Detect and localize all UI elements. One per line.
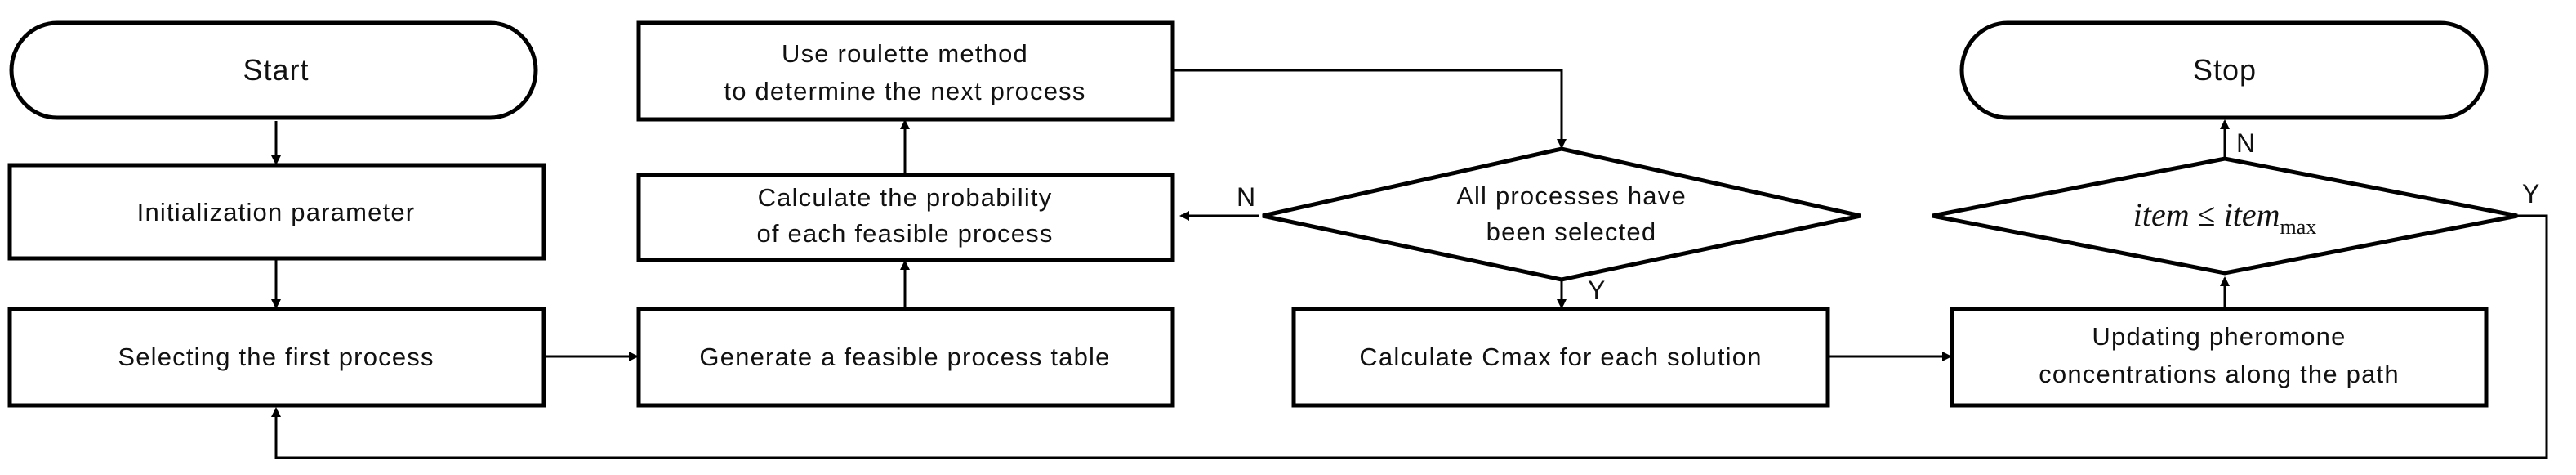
generate-table-box: Generate a feasible process table (636, 307, 1175, 408)
edge-label-all-selected-no: N (1237, 182, 1255, 212)
item-condition-decision: item≤itemmax (1932, 156, 2518, 276)
init-box: Initialization parameter (7, 163, 546, 261)
calc-prob-label-line1: Calculate the probability (758, 183, 1053, 212)
edges (271, 69, 2548, 459)
item-op: ≤ (2198, 196, 2216, 233)
update-pheromone-box: Updating pheromone concentrations along … (1950, 307, 2489, 408)
all-selected-label-line1: All processes have (1456, 181, 1687, 210)
calc-prob-label-line2: of each feasible process (756, 219, 1053, 248)
roulette-label-line2: to determine the next process (724, 77, 1085, 105)
init-label: Initialization parameter (137, 198, 416, 226)
edge-roulette-allselected (1174, 69, 1567, 149)
item-condition-label: item≤itemmax (2133, 196, 2316, 239)
all-selected-label-line2: been selected (1486, 217, 1657, 246)
all-selected-decision: All processes have been selected (1262, 146, 1861, 282)
update-pheromone-label-line2: concentrations along the path (2039, 360, 2400, 388)
calc-prob-box: Calculate the probability of each feasib… (636, 173, 1175, 262)
roulette-box: Use roulette method to determine the nex… (636, 20, 1175, 122)
update-pheromone-label-line1: Updating pheromone (2092, 322, 2346, 351)
edge-label-all-selected-yes: Y (1588, 276, 1605, 305)
start-terminal: Start (9, 20, 538, 120)
item-rhs: item (2224, 196, 2280, 233)
generate-table-label: Generate a feasible process table (699, 343, 1110, 371)
select-first-label: Selecting the first process (118, 343, 434, 371)
edge-label-item-no: N (2236, 128, 2255, 158)
edge-label-item-yes: Y (2522, 179, 2539, 208)
calc-cmax-label: Calculate Cmax for each solution (1359, 343, 1762, 371)
item-lhs: item (2133, 196, 2190, 233)
stop-terminal: Stop (1959, 20, 2489, 120)
roulette-label-line1: Use roulette method (782, 39, 1028, 68)
start-label: Start (243, 53, 309, 87)
calc-cmax-box: Calculate Cmax for each solution (1291, 307, 1830, 408)
select-first-box: Selecting the first process (7, 307, 546, 408)
stop-label: Stop (2193, 53, 2257, 87)
edge-item-yes (271, 214, 2548, 459)
item-subscript: max (2280, 215, 2316, 239)
